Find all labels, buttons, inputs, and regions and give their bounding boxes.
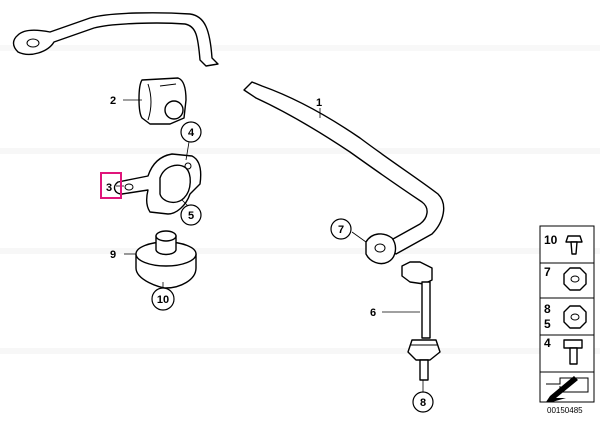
leader-lines [116, 99, 424, 392]
side-item-4-label: 4 [544, 336, 551, 350]
side-item-10-label: 10 [544, 233, 558, 247]
callout-4-circle [180, 121, 202, 143]
hardware-side-panel: 10 7 8 5 4 [539, 225, 595, 403]
direction-arrow-icon [546, 376, 589, 402]
callout-10-circle [151, 287, 175, 311]
callout-5-circle [180, 204, 202, 226]
upper-stabilizer-section [12, 12, 219, 67]
callout-9-label: 9 [110, 249, 116, 261]
callout-4-label: 4 [188, 127, 195, 139]
push-rivet-icon [565, 235, 583, 255]
callout-7-circle [330, 218, 352, 240]
callout-8-label: 8 [420, 397, 426, 409]
callout-8-circle [412, 391, 434, 413]
part-9-rubber-mount [135, 230, 197, 289]
side-item-5-label: 5 [544, 317, 551, 331]
callout-1-label: 1 [316, 97, 322, 109]
callout-5-label: 5 [188, 210, 194, 222]
background-watermark [0, 45, 600, 354]
flange-nut-icon-b [563, 305, 587, 329]
callout-3-highlight-box [100, 172, 122, 199]
part-2-rubber-bushing [138, 77, 187, 125]
callout-3-label: 3 [106, 182, 112, 194]
side-item-7-label: 7 [544, 265, 551, 279]
callout-2-label: 2 [110, 95, 116, 107]
part-1-stabilizer-bar [243, 81, 445, 265]
callout-10-label: 10 [157, 294, 169, 306]
flange-nut-icon-a [563, 267, 587, 291]
part-6-stabilizer-link [401, 261, 441, 381]
bolt-icon [563, 339, 583, 365]
side-item-8-label: 8 [544, 302, 551, 316]
callout-7-label: 7 [338, 224, 344, 236]
callout-6-label: 6 [370, 307, 376, 319]
diagram-code: 00150485 [547, 406, 583, 415]
